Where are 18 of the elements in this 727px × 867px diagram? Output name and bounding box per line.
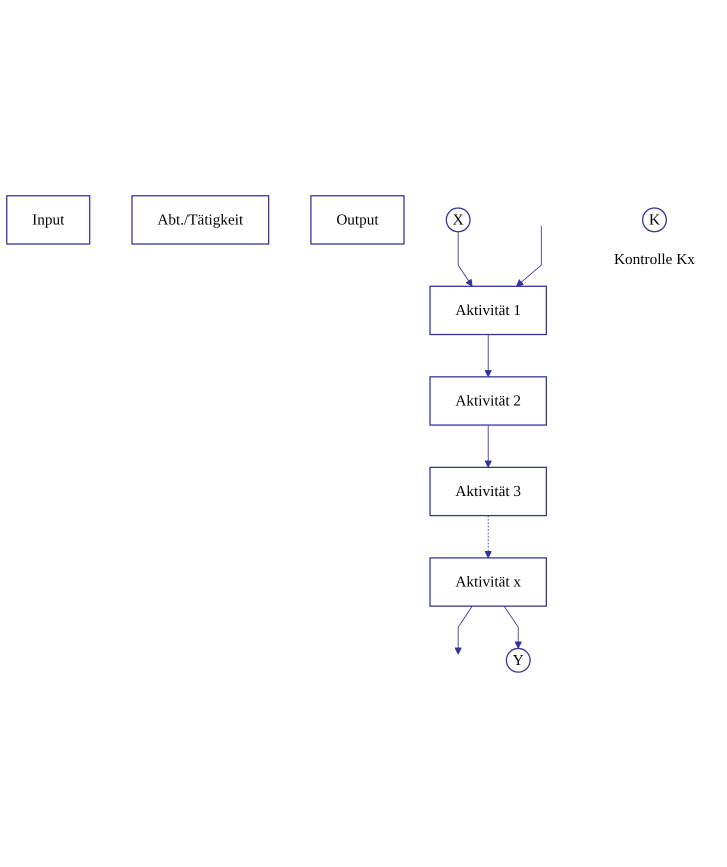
arrow xyxy=(516,224,542,286)
arrow xyxy=(484,514,492,558)
connector-circle: X xyxy=(446,206,471,232)
arrow xyxy=(504,605,522,648)
node-caption: Kontrolle Kx xyxy=(614,250,695,267)
process-box: Aktivität 1 xyxy=(429,285,547,335)
process-box: Output xyxy=(310,194,405,244)
process-box: Aktivität 2 xyxy=(429,376,547,426)
arrow xyxy=(484,424,492,468)
arrow xyxy=(454,605,473,654)
connector-circle: K xyxy=(642,206,667,232)
arrow xyxy=(484,334,492,377)
process-box: Aktivität x xyxy=(429,556,547,606)
connector-circle: Y xyxy=(506,647,531,672)
process-box: Input xyxy=(6,194,90,244)
process-box: Aktivität 3 xyxy=(429,466,547,516)
arrow xyxy=(458,230,473,286)
process-box: Abt./Tätigkeit xyxy=(131,194,270,244)
